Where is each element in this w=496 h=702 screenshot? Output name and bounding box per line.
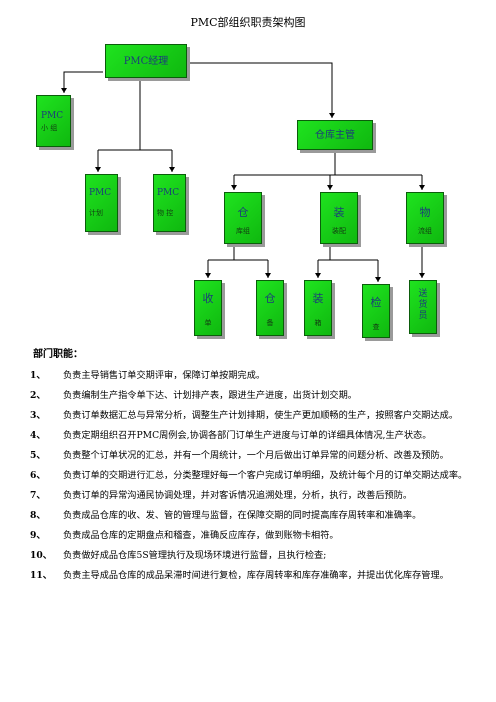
duty-text: 负责整个订单状况的汇总，并有一个周统计，一个月后做出订单异常的问题分析、改善及预… <box>63 450 449 461</box>
node-warehouse-group-line2: 库组 <box>236 227 250 235</box>
page-title: PMC部组织职责架构图 <box>190 16 306 29</box>
duty-number: 8、 <box>30 510 46 521</box>
duty-text: 负责订单的交期进行汇总，分类整理好每一个客户完成订单明细，及统计每个月的订单交期… <box>63 470 468 481</box>
duty-text: 负责做好成品仓库5S管理执行及现场环境进行监督，且执行检查; <box>63 550 327 561</box>
org-chart-connectors <box>61 62 425 282</box>
duty-number: 4、 <box>30 430 46 441</box>
duties-heading: 部门职能： <box>33 349 83 360</box>
node-leaf-check-line2: 查 <box>372 323 380 331</box>
node-leaf-ship-line3: 员 <box>418 311 428 321</box>
duty-number: 2、 <box>30 390 46 401</box>
node-warehouse-group: 仓 库组 <box>224 192 262 244</box>
duty-item: 4、 负责定期组织召开PMC周例会,协调各部门订单生产进度与订单的详细具体情况,生… <box>30 428 486 443</box>
node-leaf-receive-line1: 收 <box>202 292 214 305</box>
duty-text: 负责编制生产指令单下达、计划排产表，跟进生产进度，出货计划交期。 <box>63 390 357 401</box>
node-pmc-material-line2: 物 控 <box>157 209 174 217</box>
duty-number: 9、 <box>30 530 46 541</box>
node-pmc-leader: PMC 小 组 <box>36 95 71 147</box>
duty-item: 10、负责做好成品仓库5S管理执行及现场环境进行监督，且执行检查; <box>30 548 486 563</box>
node-leaf-pack: 装 箱 <box>304 280 332 336</box>
node-logistics-group-line2: 流组 <box>418 227 432 235</box>
node-leaf-ship-line2: 货 <box>418 300 428 310</box>
node-leaf-check: 检 查 <box>362 284 390 338</box>
node-pmc-leader-line2: 小 组 <box>41 124 58 132</box>
duty-number: 10、 <box>30 550 52 561</box>
node-warehouse-head-label: 仓库主管 <box>315 130 355 141</box>
duties-list: 1、 负责主导销售订单交期评审，保障订单按期完成。 2、 负责编制生产指令单下达、计… <box>30 368 486 588</box>
node-pmc-manager-label: PMC经理 <box>123 56 169 67</box>
node-leaf-check-line1: 检 <box>370 296 382 309</box>
duty-item: 11、负责主导成品仓库的成品呆滞时间进行复检，库存周转率和库存准确率，并提出优化… <box>30 568 486 583</box>
node-leaf-store-line1: 仓 <box>264 292 276 305</box>
node-warehouse-head: 仓库主管 <box>297 120 373 150</box>
duty-number: 1、 <box>30 370 46 381</box>
node-pmc-leader-line1: PMC <box>41 111 64 121</box>
node-logistics-group: 物 流组 <box>406 192 444 244</box>
duty-text: 负责订单的异常沟通民协调处理，并对客诉情况追溯处理，分析，执行，改善后预防。 <box>63 490 413 501</box>
duty-number: 7、 <box>30 490 46 501</box>
node-warehouse-group-line1: 仓 <box>237 206 249 219</box>
duty-number: 6、 <box>30 470 46 481</box>
duty-text: 负责成品仓库的收、发、管的管理与监督，在保障交期的同时提高库存周转率和准确率。 <box>63 510 422 521</box>
node-pmc-plan-line1: PMC <box>89 188 112 198</box>
node-leaf-ship: 送 货 员 <box>409 280 437 334</box>
duty-number: 3、 <box>30 410 46 421</box>
duty-item: 7、 负责订单的异常沟通民协调处理，并对客诉情况追溯处理，分析，执行，改善后预防。 <box>30 488 486 503</box>
duty-item: 3、 负责订单数据汇总与异常分析，调整生产计划排期，使生产更加顺畅的生产，按照客户… <box>30 408 486 423</box>
node-leaf-pack-line2: 箱 <box>314 319 322 327</box>
node-install-group-line1: 装 <box>333 206 345 219</box>
node-pmc-material: PMC 物 控 <box>153 174 186 232</box>
duty-text: 负责定期组织召开PMC周例会,协调各部门订单生产进度与订单的详细具体情况,生产状… <box>63 430 432 441</box>
duty-item: 8、 负责成品仓库的收、发、管的管理与监督，在保障交期的同时提高库存周转率和准确率… <box>30 508 486 523</box>
node-install-group-line2: 装配 <box>332 227 346 235</box>
node-leaf-store: 仓 备 <box>256 280 284 336</box>
node-pmc-material-line1: PMC <box>157 188 180 198</box>
duty-item: 6、 负责订单的交期进行汇总，分类整理好每一个客户完成订单明细，及统计每个月的订单… <box>30 468 486 483</box>
node-leaf-ship-line1: 送 <box>418 289 428 299</box>
node-leaf-receive-line2: 单 <box>204 319 212 327</box>
node-pmc-plan: PMC 计划 <box>85 174 118 232</box>
duty-number: 5、 <box>30 450 46 461</box>
node-leaf-receive: 收 单 <box>194 280 222 336</box>
duty-text: 负责主导销售订单交期评审，保障订单按期完成。 <box>63 370 266 381</box>
node-install-group: 装 装配 <box>320 192 358 244</box>
node-pmc-manager: PMC经理 <box>105 44 187 78</box>
duty-text: 负责成品仓库的定期盘点和稽查，准确反应库存，做到账物卡相符。 <box>63 530 339 541</box>
duty-number: 11、 <box>30 570 52 581</box>
duty-item: 9、 负责成品仓库的定期盘点和稽查，准确反应库存，做到账物卡相符。 <box>30 528 486 543</box>
duty-item: 2、 负责编制生产指令单下达、计划排产表，跟进生产进度，出货计划交期。 <box>30 388 486 403</box>
node-pmc-plan-line2: 计划 <box>89 209 103 217</box>
duty-text: 负责主导成品仓库的成品呆滞时间进行复检，库存周转率和库存准确率，并提出优化库存管… <box>63 570 449 581</box>
duty-item: 5、 负责整个订单状况的汇总，并有一个周统计，一个月后做出订单异常的问题分析、改善… <box>30 448 486 463</box>
duty-item: 1、 负责主导销售订单交期评审，保障订单按期完成。 <box>30 368 486 383</box>
node-leaf-store-line2: 备 <box>266 319 274 327</box>
duty-text: 负责订单数据汇总与异常分析，调整生产计划排期，使生产更加顺畅的生产，按照客户交期… <box>63 410 459 421</box>
node-leaf-pack-line1: 装 <box>312 292 324 305</box>
node-logistics-group-line1: 物 <box>419 206 431 219</box>
